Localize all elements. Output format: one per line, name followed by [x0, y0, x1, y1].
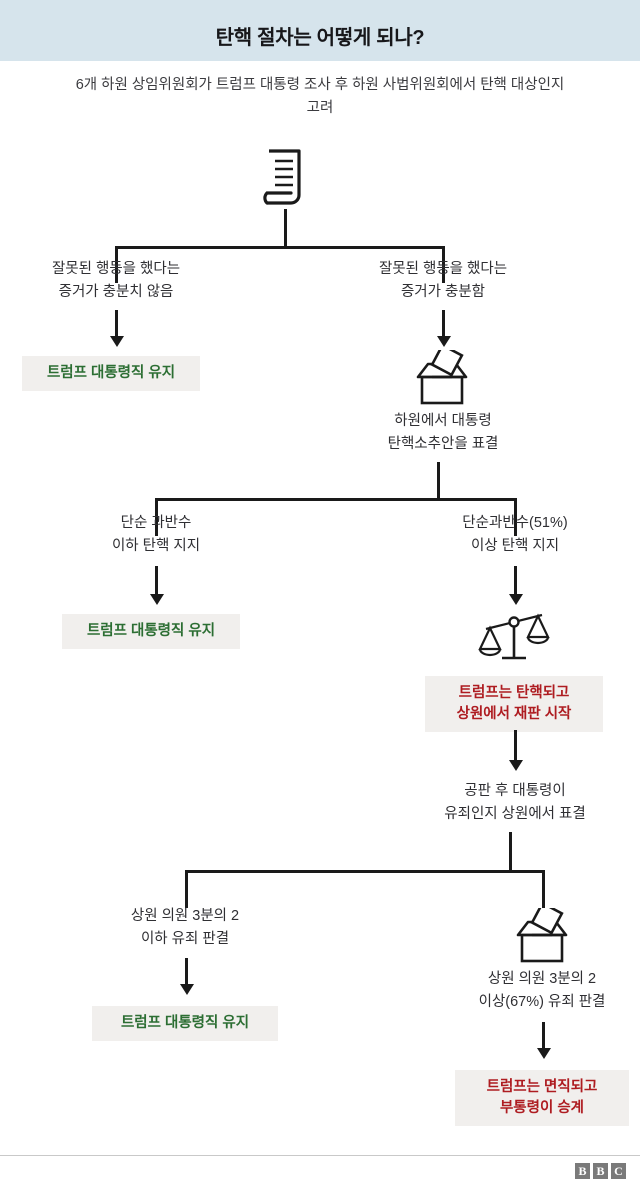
ballot-box-icon — [408, 343, 476, 408]
branch1-left-drop — [115, 246, 118, 283]
scales-of-justice-icon — [478, 608, 550, 668]
branch3-left-arrow-head — [179, 984, 194, 995]
branch2-left-label: 단순 과반수 이하 탄핵 지지 — [111, 515, 201, 554]
branch3-right-label: 상원 의원 3분의 2 이상(67%) 유죄 판결 — [478, 971, 606, 1010]
branch3-right-arrow-line — [542, 1022, 545, 1052]
branch2-left-arrow-head — [149, 594, 164, 605]
bbc-logo-letter-1: B — [575, 1163, 590, 1179]
branch1-left-arrow-line — [115, 310, 118, 340]
outcome-trump-stays-1: 트럼프 대통령직 유지 — [22, 356, 200, 391]
header-band — [0, 0, 640, 61]
subtitle-text: 6개 하원 상임위원회가 트럼프 대통령 조사 후 하원 사법위원회에서 탄핵 … — [75, 77, 565, 116]
outcome-trump-stays-3: 트럼프 대통령직 유지 — [92, 1006, 278, 1041]
branch2-right-arrow-line — [514, 566, 517, 598]
branch1-right-drop — [442, 246, 445, 283]
connector-doc-to-branch1 — [284, 209, 287, 248]
ballot-box-icon — [508, 901, 576, 966]
bbc-logo-letter-2: B — [593, 1163, 608, 1179]
branch2-right-drop — [514, 498, 517, 536]
branch3-right-drop — [542, 870, 545, 908]
branch2-left-drop — [155, 498, 158, 536]
branch2-left-arrow-line — [155, 566, 158, 598]
connector-house-vote-to-branch2 — [437, 462, 440, 500]
connector-senate-vote-to-branch3 — [509, 832, 512, 872]
branch1-right-node-label: 하원에서 대통령 탄핵소추안을 표결 — [387, 413, 499, 452]
connector-trial-to-senate-vote — [514, 730, 517, 764]
document-icon — [255, 147, 315, 209]
bbc-logo: B B C — [575, 1163, 626, 1179]
page-title: 탄핵 절차는 어떻게 되나? — [215, 27, 425, 49]
branch2-right-label: 단순과반수(51%) 이상 탄핵 지지 — [462, 515, 568, 554]
branch3-left-label: 상원 의원 3분의 2 이하 유죄 판결 — [130, 908, 240, 947]
branch3-horizontal — [185, 870, 545, 873]
branch2-right-node-label: 공판 후 대통령이 유죄인지 상원에서 표결 — [444, 783, 586, 822]
branch1-left-arrow-head — [109, 336, 124, 347]
branch1-right-label: 잘못된 행동을 했다는 증거가 충분함 — [378, 261, 508, 300]
footer-divider — [0, 1155, 640, 1156]
outcome-impeached-senate-trial: 트럼프는 탄핵되고 상원에서 재판 시작 — [425, 676, 603, 732]
outcome-trump-stays-2: 트럼프 대통령직 유지 — [62, 614, 240, 649]
branch3-right-arrow-head — [536, 1048, 551, 1059]
outcome-removed-vp-succeeds: 트럼프는 면직되고 부통령이 승계 — [455, 1070, 629, 1126]
branch2-right-arrow-head — [508, 594, 523, 605]
branch1-right-arrow-line — [442, 310, 445, 340]
bbc-logo-letter-3: C — [611, 1163, 626, 1179]
branch3-left-drop — [185, 870, 188, 908]
branch1-horizontal — [115, 246, 445, 249]
branch1-left-label: 잘못된 행동을 했다는 증거가 충분치 않음 — [51, 261, 181, 300]
branch3-left-arrow-line — [185, 958, 188, 988]
branch2-horizontal — [155, 498, 517, 501]
branch1-right-arrow-head — [436, 336, 451, 347]
connector-trial-arrow-head — [508, 760, 523, 771]
